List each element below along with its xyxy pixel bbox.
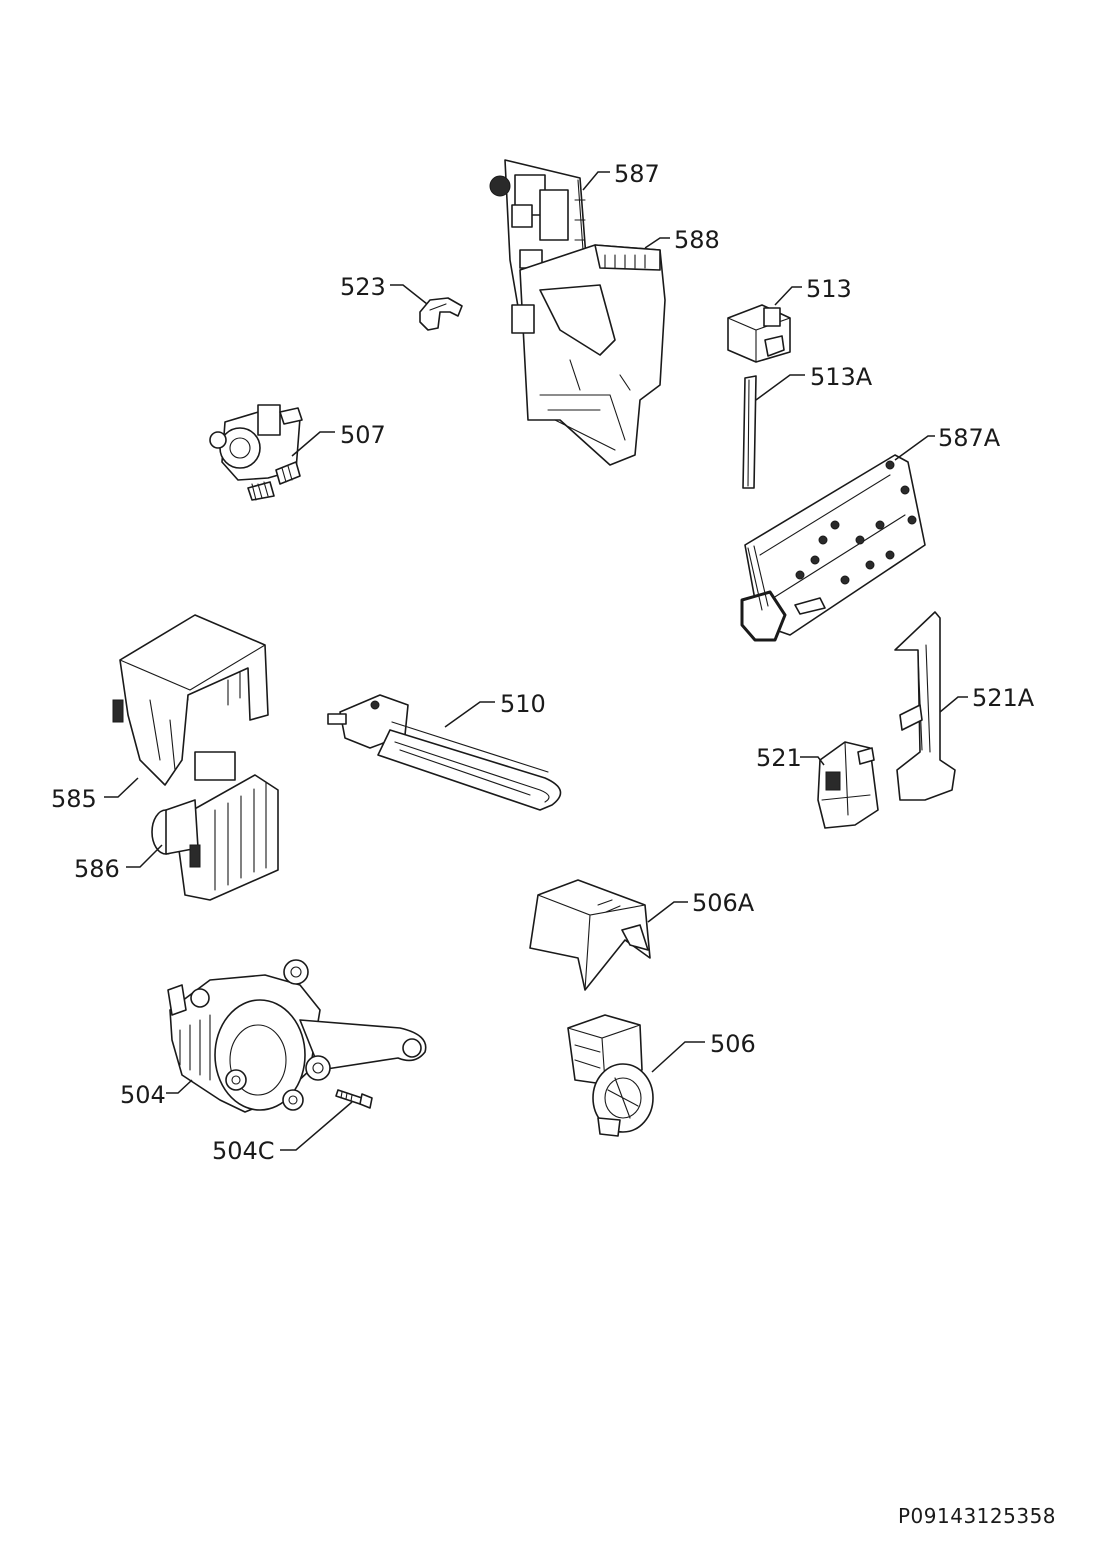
part-504C-screw — [335, 1089, 373, 1109]
callout-521: 521 — [756, 744, 802, 772]
leader-513 — [774, 286, 802, 306]
callout-587A: 587A — [938, 424, 1001, 452]
callout-521A: 521A — [972, 684, 1035, 712]
callout-504: 504 — [120, 1081, 166, 1109]
callout-585: 585 — [51, 785, 97, 813]
leader-513A — [755, 374, 805, 401]
document-code: P09143125358 — [898, 1504, 1057, 1528]
part-588-bracket — [511, 244, 666, 466]
callout-513: 513 — [806, 275, 852, 303]
leader-587 — [582, 171, 610, 191]
part-585-cover — [112, 614, 269, 786]
leader-521 — [800, 756, 825, 766]
part-521A-actuator-rail — [894, 611, 956, 801]
leader-504 — [166, 1079, 193, 1094]
leader-506A — [647, 901, 688, 923]
callout-507: 507 — [340, 421, 386, 449]
leader-507 — [291, 431, 335, 457]
callout-506: 506 — [710, 1030, 756, 1058]
callout-504C: 504C — [212, 1137, 275, 1165]
callout-513A: 513A — [810, 363, 873, 391]
leader-510 — [444, 701, 495, 728]
callout-523: 523 — [340, 273, 386, 301]
callout-labels: 587 588 523 513 513A 507 587A 510 521A 5… — [51, 160, 1035, 1165]
callout-506A: 506A — [692, 889, 755, 917]
part-510-heater — [327, 694, 562, 811]
part-504-motor — [167, 959, 427, 1113]
leader-521A — [939, 696, 968, 713]
leader-lines — [104, 171, 968, 1151]
leader-588 — [644, 237, 670, 249]
leader-506 — [651, 1041, 705, 1073]
leader-587A — [894, 435, 935, 461]
callout-586: 586 — [74, 855, 120, 883]
part-507-inlet-valve — [209, 404, 303, 501]
leader-585 — [104, 777, 139, 798]
part-587A-display-board — [740, 454, 926, 642]
part-521-door-lock — [817, 741, 879, 829]
part-506-drain-pump — [567, 1014, 654, 1137]
callout-510: 510 — [500, 690, 546, 718]
part-513-suppressor — [727, 304, 791, 363]
part-523-clip — [419, 297, 463, 331]
leader-504C — [280, 1101, 353, 1151]
callout-588: 588 — [674, 226, 720, 254]
part-586-filter — [151, 751, 279, 901]
part-506A-cover — [529, 879, 651, 991]
leader-586 — [126, 844, 163, 868]
part-513A-rod — [742, 375, 757, 489]
leader-523 — [390, 284, 428, 305]
callout-587: 587 — [614, 160, 660, 188]
